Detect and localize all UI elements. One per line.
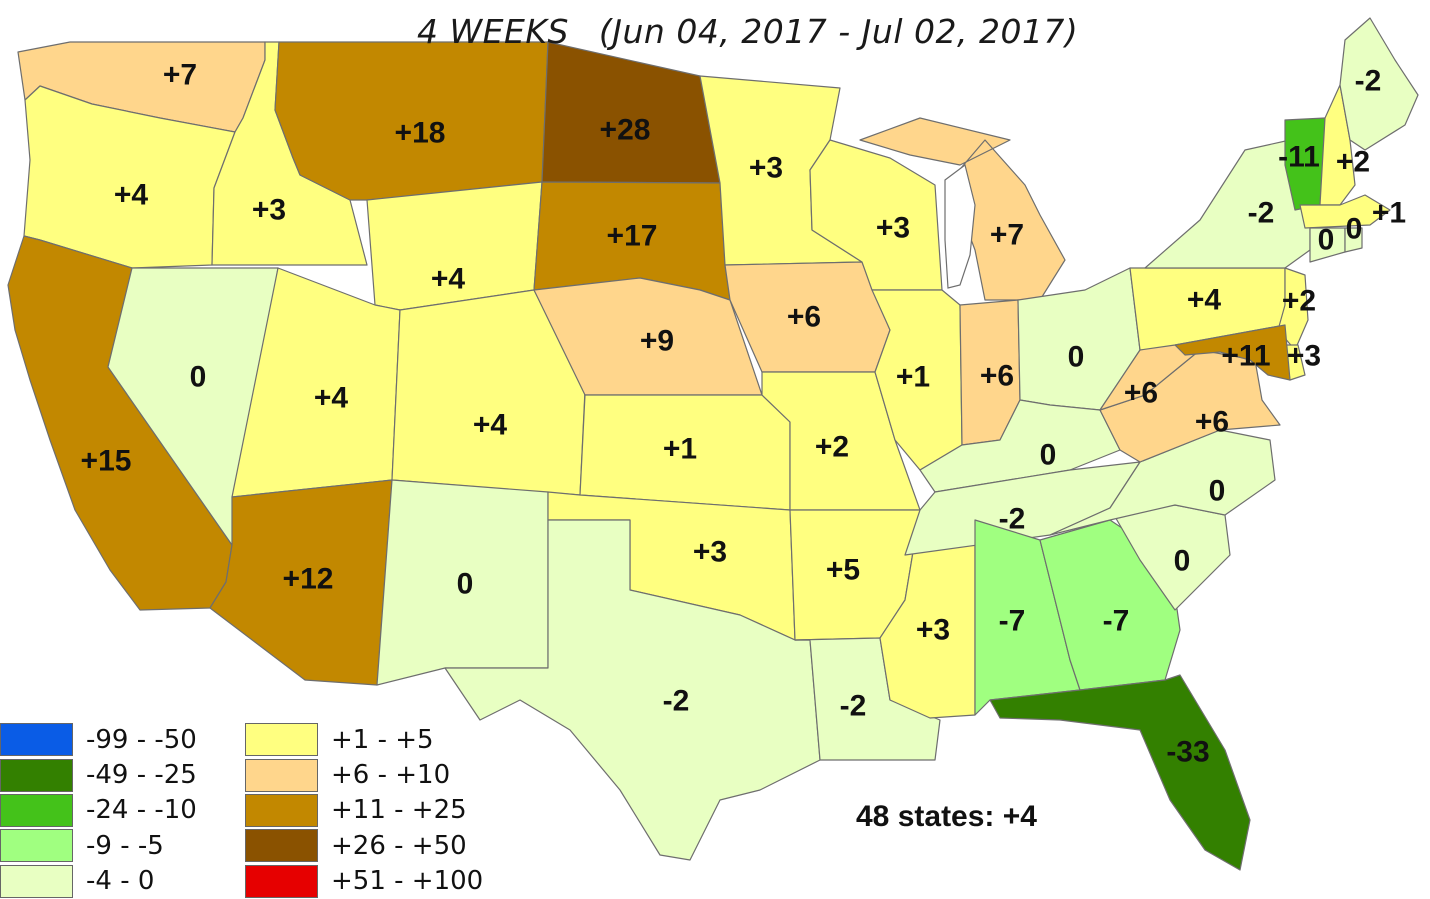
state-nc [1049,429,1276,536]
state-value-nd: +28 [600,114,651,147]
state-value-ct: 0 [1318,224,1335,257]
subtitle-date-range: (Jun 04, 2017 - Jul 02, 2017) [598,12,1079,51]
legend-label: +1 - +5 [331,724,434,755]
state-value-ar: +5 [826,554,860,587]
state-value-vt: -11 [1278,141,1320,174]
state-md [1174,324,1291,381]
state-value-ky: 0 [1040,439,1057,472]
legend-item: -24 - -10 [0,793,197,828]
legend-swatch [0,864,73,898]
state-value-ri: 0 [1346,213,1363,246]
state-value-ny: -2 [1248,197,1275,230]
state-value-ok: +3 [693,536,727,569]
legend-item: -49 - -25 [0,757,197,792]
state-value-md: +11 [1221,340,1270,373]
legend-swatch [245,723,318,757]
state-value-nj: +2 [1282,285,1316,318]
state-value-tx: -2 [663,685,690,718]
legend-label: +11 - +25 [331,795,467,826]
state-value-de: +3 [1287,340,1321,373]
legend-swatch [0,829,73,863]
state-value-la: -2 [840,690,867,723]
legend-swatch [245,758,318,792]
state-value-fl: -33 [1166,736,1209,769]
state-value-in: +6 [980,360,1014,393]
legend-swatch [0,723,73,757]
state-value-nc: 0 [1209,475,1226,508]
legend-item: -4 - 0 [0,864,197,899]
state-value-il: +1 [896,361,930,394]
state-value-ne: +9 [640,325,674,358]
state-value-nv: 0 [190,361,207,394]
state-value-me: -2 [1355,65,1382,98]
legend-swatch [245,864,318,898]
state-value-ks: +1 [663,433,697,466]
state-value-labels: +7 +4 +15 +3 0 +18 +4 +4 +12 +4 0 +28 +17 +9 +1 +3 -2 +3 +… [81,59,1407,769]
state-value-ga: -7 [1103,605,1130,638]
state-tx [444,519,821,861]
legend-swatch [245,793,318,827]
legend-swatch [245,829,318,863]
state-value-al: -7 [999,605,1026,638]
state-value-wv: +6 [1124,377,1158,410]
state-value-mt: +18 [395,117,446,150]
subtitle-period: 4 WEEKS [417,12,569,51]
state-value-nm: 0 [457,568,474,601]
legend-label: -49 - -25 [86,760,197,791]
state-value-mo: +2 [815,431,849,464]
national-summary: 48 states: +4 [856,800,1037,833]
state-ri [1344,227,1363,253]
state-value-sc: 0 [1174,545,1191,578]
state-me [1339,17,1419,151]
state-value-mn: +3 [749,152,783,185]
legend-column-left: -99 - -50 -49 - -25 -24 - -10 -9 - -5 -4… [0,722,197,899]
state-value-ca: +15 [81,445,132,478]
state-nd [541,41,721,184]
legend-item: +11 - +25 [245,793,483,828]
legend-item: -9 - -5 [0,828,197,863]
legend-item: +1 - +5 [245,722,483,757]
state-ma [1299,194,1391,229]
state-value-id: +3 [252,194,286,227]
legend-swatch [0,793,73,827]
legend-swatch [0,758,73,792]
state-value-pa: +4 [1187,284,1222,317]
state-value-wy: +4 [431,263,466,296]
legend-label: -9 - -5 [86,830,164,861]
state-value-co: +4 [473,409,508,442]
state-value-or: +4 [114,179,149,212]
state-value-ia: +6 [787,301,821,334]
legend-label: -4 - 0 [86,866,155,897]
state-fl [989,674,1251,871]
legend-item: +51 - +100 [245,864,483,899]
legend-label: +51 - +100 [331,866,484,897]
state-value-ut: +4 [314,382,349,415]
legend-item: +26 - +50 [245,828,483,863]
state-value-ma: +1 [1372,197,1406,230]
legend-label: +6 - +10 [331,760,451,791]
state-value-tn: -2 [999,503,1026,536]
legend-label: -24 - -10 [86,795,197,826]
state-value-nh: +2 [1336,146,1370,179]
legend-item: +6 - +10 [245,757,483,792]
state-value-oh: 0 [1068,341,1085,374]
state-value-wi: +3 [876,212,910,245]
state-value-az: +12 [283,563,334,596]
legend-column-right: +1 - +5 +6 - +10 +11 - +25 +26 - +50 +51… [245,722,483,899]
lake-michigan [944,163,976,289]
state-value-wa: +7 [163,59,197,92]
legend-label: +26 - +50 [331,830,467,861]
state-value-sd: +17 [607,220,658,253]
map-subtitle: 4 WEEKS (Jun 04, 2017 - Jul 02, 2017) [417,12,1078,51]
state-value-ms: +3 [916,614,950,647]
legend-item: -99 - -50 [0,722,197,757]
state-value-va: +6 [1195,406,1229,439]
state-shapes [7,17,1419,871]
legend-label: -99 - -50 [86,724,197,755]
state-value-mi: +7 [990,219,1024,252]
